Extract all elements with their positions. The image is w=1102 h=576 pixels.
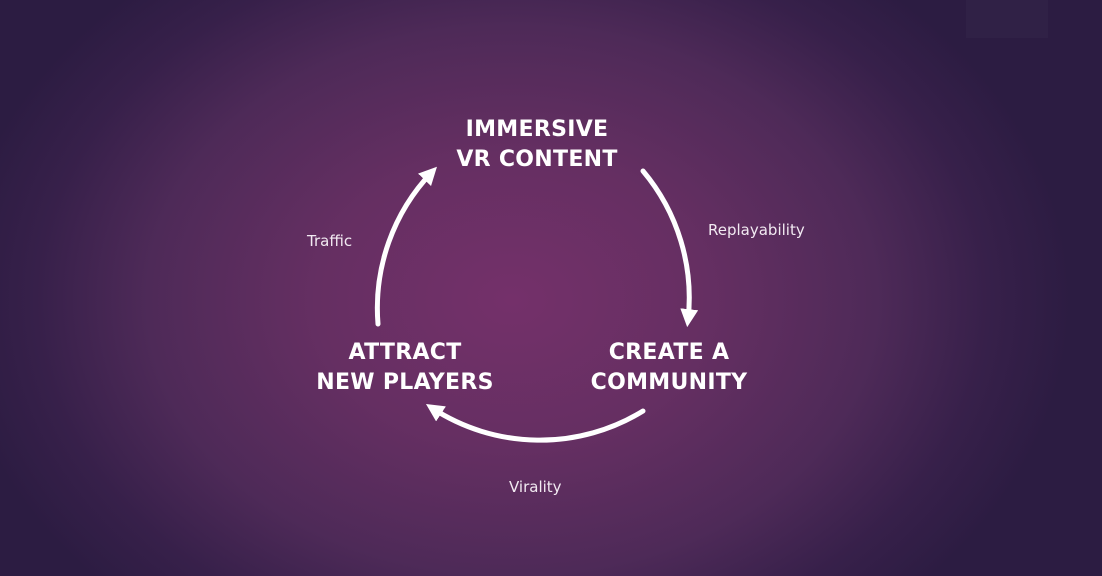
edge-label-virality: Virality [509,478,562,496]
arrow-top-to-right [640,168,699,328]
arrow-left-to-top [374,166,437,327]
edge-label-traffic: Traffic [307,232,353,250]
node-immersive-vr-content: IMMERSIVE VR CONTENT [456,115,617,175]
node-top-line1: IMMERSIVE [465,117,609,142]
arrow-right-to-left [425,404,646,443]
node-create-a-community: CREATE A COMMUNITY [591,338,748,398]
node-left-line1: ATTRACT [348,340,462,365]
node-right-line2: COMMUNITY [590,370,748,395]
node-top-line2: VR CONTENT [456,147,618,172]
edge-label-replayability: Replayability [708,221,805,239]
node-left-line2: NEW PLAYERS [316,370,494,395]
node-right-line1: CREATE A [608,340,730,365]
node-attract-new-players: ATTRACT NEW PLAYERS [316,338,493,398]
